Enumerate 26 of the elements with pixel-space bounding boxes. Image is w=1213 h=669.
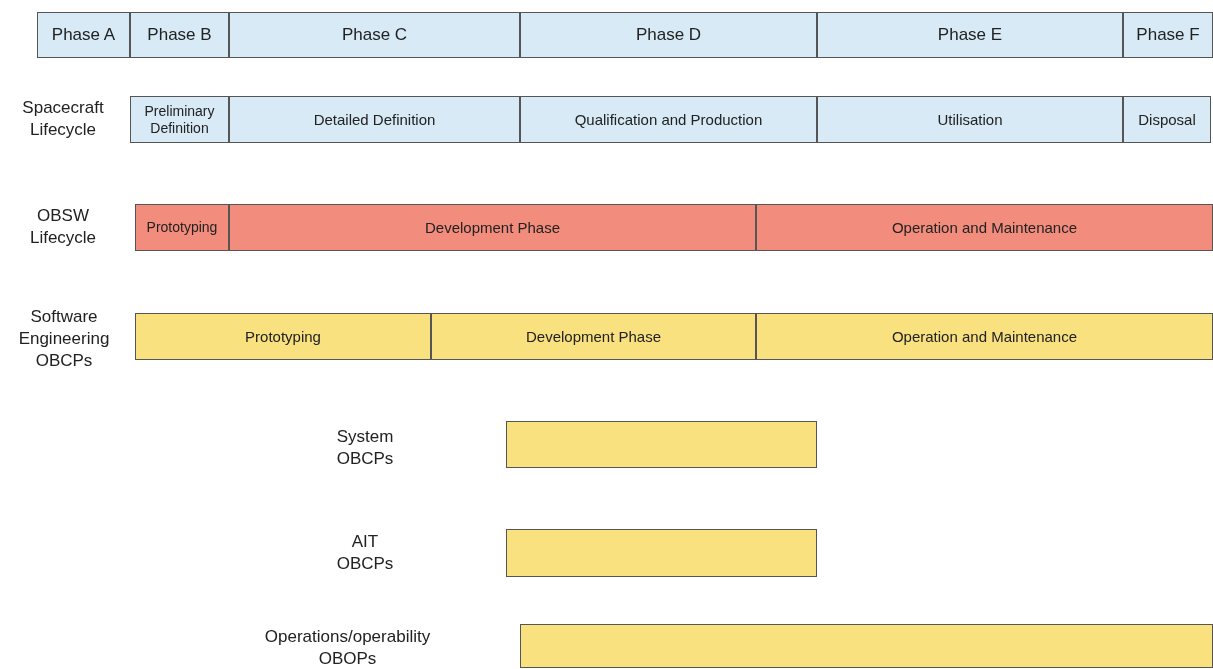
phase-cell: Phase B: [130, 12, 229, 58]
timeline-bar: Operation and Maintenance: [756, 204, 1213, 251]
timeline-bar: Development Phase: [229, 204, 756, 251]
row-label: Operations/operability OBOPs: [263, 626, 432, 669]
row-label: OBSW Lifecycle: [28, 205, 98, 250]
phase-cell: Phase F: [1123, 12, 1213, 58]
timeline-bar: Prototyping: [135, 204, 229, 251]
phase-cell: Phase E: [817, 12, 1123, 58]
timeline-bar: Detailed Definition: [229, 96, 520, 143]
timeline-bar: Disposal: [1123, 96, 1211, 143]
timeline-bar: Utilisation: [817, 96, 1123, 143]
timeline-bar: Operation and Maintenance: [756, 313, 1213, 360]
phase-cell: Phase C: [229, 12, 520, 58]
timeline-bar: Development Phase: [431, 313, 756, 360]
row-label: System OBCPs: [335, 426, 395, 471]
timeline-bar: Qualification and Production: [520, 96, 817, 143]
timeline-bar: [506, 421, 817, 468]
phase-cell: Phase D: [520, 12, 817, 58]
timeline-bar: [506, 529, 817, 577]
timeline-bar: Prototyping: [135, 313, 431, 360]
row-label: Spacecraft Lifecycle: [21, 97, 105, 142]
timeline-bar: [520, 624, 1213, 668]
phase-cell: Phase A: [37, 12, 130, 58]
row-label: Software Engineering OBCPs: [18, 306, 110, 373]
row-label: AIT OBCPs: [335, 531, 395, 576]
timeline-bar: Preliminary Definition: [130, 96, 229, 143]
